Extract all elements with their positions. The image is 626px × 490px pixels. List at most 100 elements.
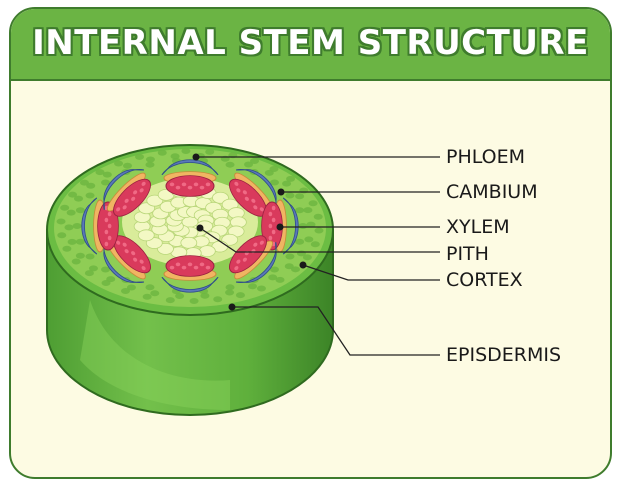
cortex-cell bbox=[101, 280, 111, 287]
phloem-tissue bbox=[81, 197, 98, 255]
xylem-vessel bbox=[205, 265, 211, 270]
xylem-vessel bbox=[199, 262, 205, 267]
xylem-vessel bbox=[141, 181, 146, 186]
cortex-cell bbox=[72, 223, 82, 229]
xylem-vessel bbox=[169, 182, 175, 187]
xylem-vessel bbox=[116, 240, 121, 245]
cortex-cell bbox=[268, 274, 278, 281]
cortex-cell bbox=[101, 179, 111, 186]
cortex-cell bbox=[269, 266, 279, 273]
label-pith: PITH bbox=[446, 243, 489, 265]
cortex-cell bbox=[225, 161, 235, 168]
vascular-bundle bbox=[229, 235, 277, 283]
cortex-cell bbox=[64, 224, 74, 231]
xylem-vessel bbox=[107, 235, 112, 241]
xylem-vessel bbox=[104, 229, 109, 235]
cortex-cell bbox=[295, 193, 305, 200]
pith-cell bbox=[137, 229, 155, 242]
xylem-vessel bbox=[199, 185, 205, 190]
xylem-vessel bbox=[205, 182, 211, 187]
xylem-vessel bbox=[253, 205, 258, 210]
cortex-cell bbox=[145, 161, 155, 168]
cortex-cells bbox=[56, 147, 324, 305]
cortex-cell bbox=[181, 147, 191, 154]
cortex-cell bbox=[213, 296, 223, 303]
cortex-cell bbox=[56, 218, 66, 225]
cortex-cell bbox=[135, 153, 145, 160]
cortex-cell bbox=[302, 254, 312, 261]
vascular-bundle bbox=[161, 255, 219, 293]
phloem-tissue bbox=[161, 159, 219, 176]
xylem-vessel bbox=[259, 240, 264, 245]
cortex-cell bbox=[285, 253, 295, 260]
xylem-vessel bbox=[116, 207, 121, 212]
xylem-vessel bbox=[181, 182, 187, 187]
cortex-cell bbox=[308, 200, 318, 207]
cortex-cell bbox=[126, 284, 136, 291]
cortex-cell bbox=[95, 169, 105, 176]
xylem-vessel bbox=[104, 241, 109, 247]
xylem-vessel bbox=[139, 188, 144, 193]
cortex-cell bbox=[75, 207, 85, 214]
xylem-vessel bbox=[122, 205, 127, 210]
cortex-cell bbox=[86, 182, 96, 189]
cortex-cell bbox=[314, 227, 324, 234]
label-cambium: CAMBIUM bbox=[446, 181, 538, 203]
vascular-bundle bbox=[261, 197, 299, 255]
pith-cell bbox=[146, 194, 164, 207]
cortex-cell bbox=[165, 297, 175, 304]
xylem-vessel bbox=[251, 198, 256, 203]
xylem-vessel bbox=[131, 251, 136, 256]
cortex-cell bbox=[269, 165, 279, 172]
cortex-cell bbox=[120, 288, 130, 295]
cortex-cell bbox=[75, 238, 85, 245]
cortex-cell bbox=[142, 293, 152, 300]
xylem-vessel bbox=[236, 259, 241, 264]
xylem-vessel bbox=[268, 235, 273, 241]
cortex-cell bbox=[66, 209, 76, 216]
page-title: INTERNAL STEM STRUCTURE bbox=[32, 23, 589, 63]
cortex-cell bbox=[295, 238, 305, 245]
vascular-bundle bbox=[81, 197, 119, 255]
cortex-cell bbox=[298, 223, 308, 229]
cortex-cell bbox=[310, 241, 320, 248]
xylem-vessel bbox=[271, 229, 276, 235]
cortex-cell bbox=[313, 213, 323, 220]
vascular-bundles bbox=[81, 159, 299, 293]
cortex-cell bbox=[285, 192, 295, 199]
xylem-vessel bbox=[175, 185, 181, 190]
cambium-dot bbox=[277, 188, 285, 196]
cortex-cell bbox=[286, 175, 296, 182]
stem-side-highlight bbox=[80, 300, 230, 410]
xylem-vessel bbox=[107, 211, 112, 217]
epidermis-leader bbox=[232, 306, 440, 356]
xylem-vessel bbox=[253, 242, 258, 247]
xylem-vessel bbox=[133, 190, 138, 195]
label-cortex: CORTEX bbox=[446, 269, 523, 291]
pith-cell bbox=[198, 245, 216, 258]
cortex-cell bbox=[175, 293, 185, 300]
cortex-leader bbox=[302, 264, 440, 281]
cortex-cell bbox=[225, 289, 235, 296]
cortex-dot bbox=[299, 261, 307, 269]
xylem-vessel bbox=[169, 265, 175, 270]
xylem-vessel bbox=[271, 205, 276, 211]
vascular-bundle bbox=[103, 169, 151, 217]
xylem-vessel bbox=[139, 259, 144, 264]
xylem-vessel bbox=[193, 265, 199, 270]
cortex-cell bbox=[114, 160, 124, 167]
vascular-bundle bbox=[103, 235, 151, 283]
cortex-cell bbox=[256, 285, 266, 292]
cortex-cell bbox=[150, 290, 160, 297]
pith-cell bbox=[157, 242, 174, 255]
xylem-vessel bbox=[122, 242, 127, 247]
xylem-vessel bbox=[268, 223, 273, 229]
xylem-vessel bbox=[175, 262, 181, 267]
cortex-cell bbox=[275, 276, 285, 283]
xylem-vessel bbox=[268, 211, 273, 217]
xylem-vessel bbox=[242, 190, 247, 195]
cortex-cell bbox=[145, 284, 155, 291]
pith-cell bbox=[180, 236, 198, 249]
cortex-cell bbox=[225, 284, 235, 291]
